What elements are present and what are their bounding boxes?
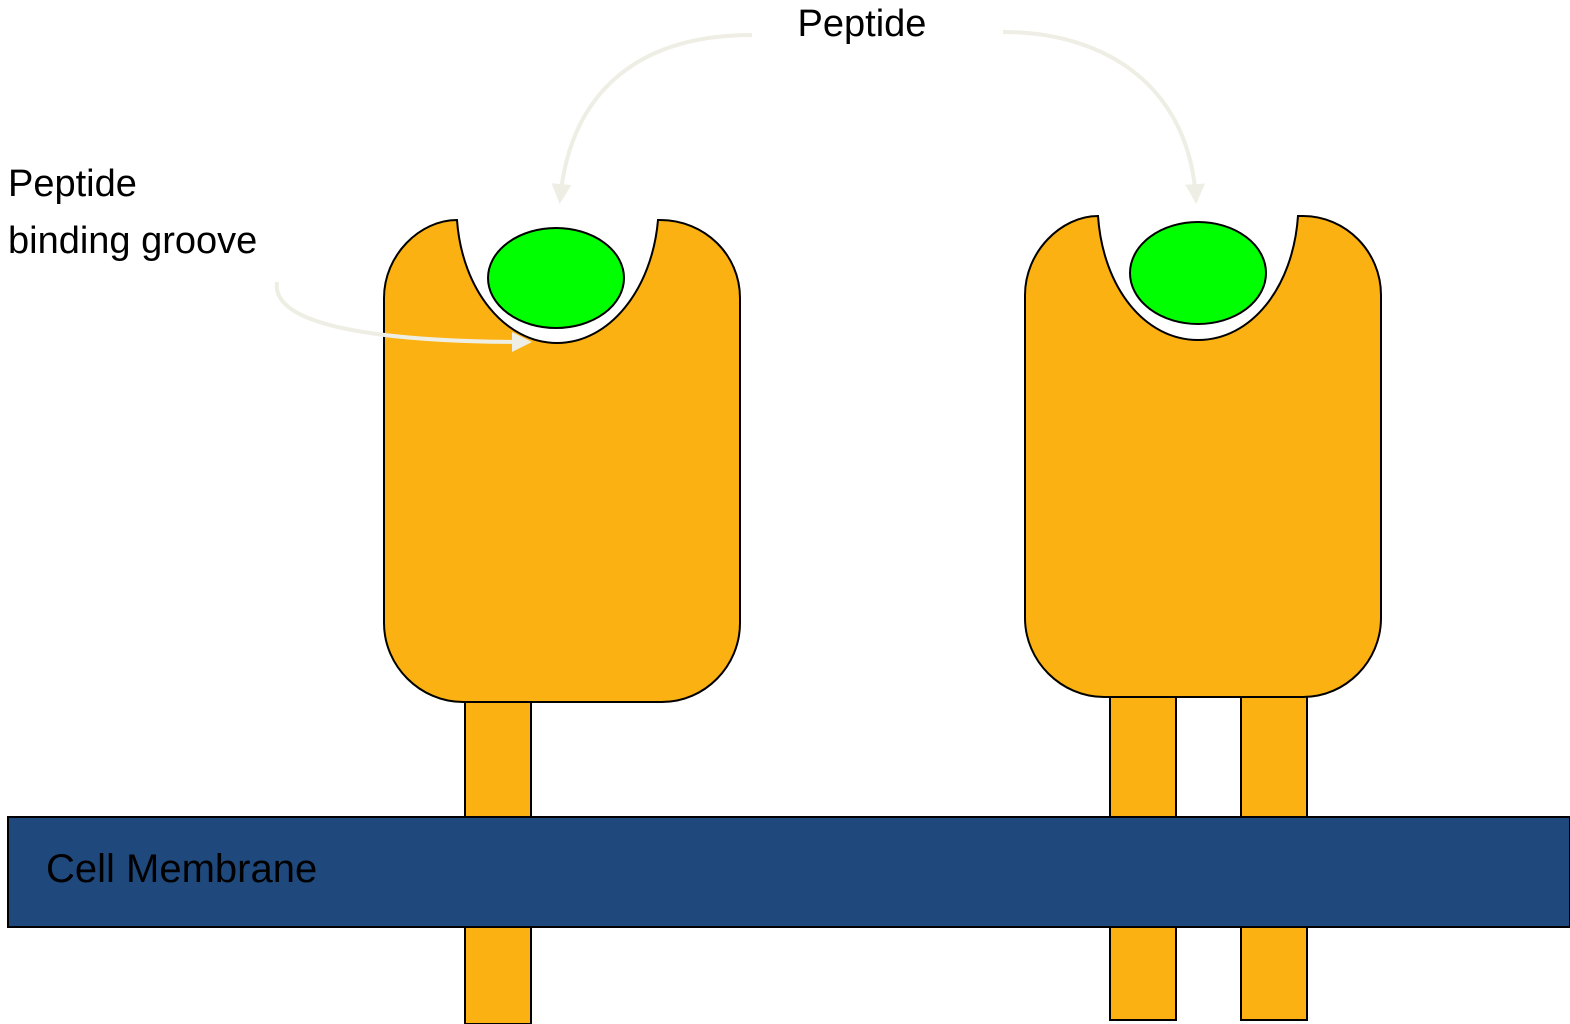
peptide-label: Peptide: [798, 3, 927, 45]
right-peptide: [1130, 222, 1266, 324]
left-tail-lower: [465, 926, 531, 1024]
membrane-label: Cell Membrane: [46, 847, 317, 891]
peptide-arrow-right: [1003, 32, 1196, 200]
right-tail-b-upper: [1241, 695, 1307, 820]
right-tail-b-lower: [1241, 926, 1307, 1020]
groove-label-line1: Peptide: [8, 163, 137, 205]
left-peptide: [488, 228, 624, 328]
groove-label-line2: binding groove: [8, 220, 257, 262]
right-tail-a-lower: [1110, 926, 1176, 1020]
left-tail-upper: [465, 700, 531, 820]
peptide-arrow-left: [560, 35, 752, 200]
right-tail-a-upper: [1110, 695, 1176, 820]
